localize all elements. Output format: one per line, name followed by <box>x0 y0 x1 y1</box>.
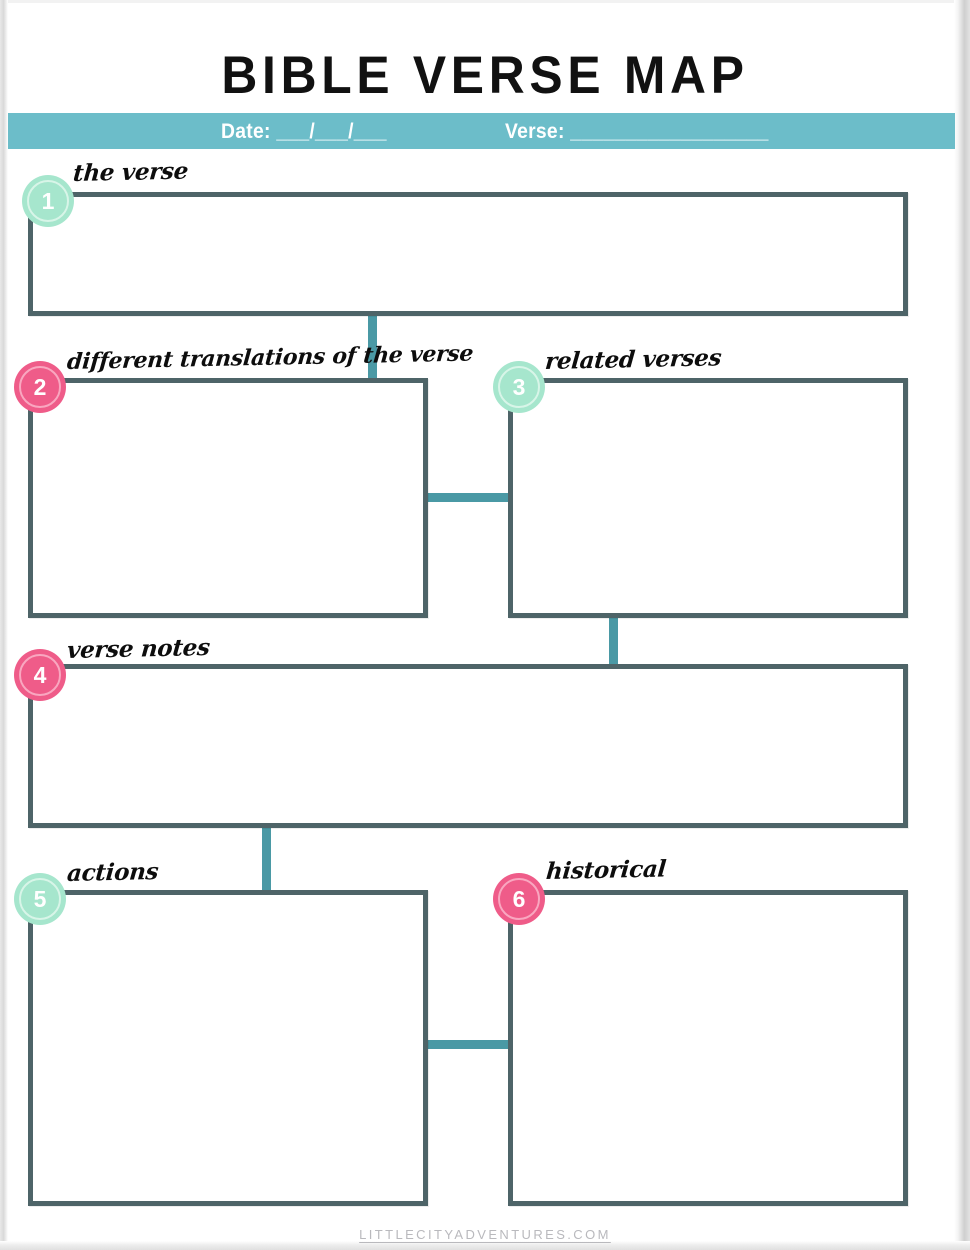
badge-ring-2 <box>19 366 61 408</box>
section-label-related-verses: related verses <box>544 344 723 375</box>
badge-number-5: 5 <box>33 885 47 912</box>
section-label-different-translations: different translations of the verse <box>66 340 475 375</box>
section-label-actions: actions <box>66 858 160 887</box>
section-box-historical[interactable] <box>508 890 908 1206</box>
section-box-actions[interactable] <box>28 890 428 1206</box>
badge-number-4: 4 <box>33 661 47 688</box>
section-badge-1: 1 <box>22 175 74 227</box>
section-label-historical: historical <box>545 855 668 885</box>
section-box-verse-notes[interactable] <box>28 664 908 828</box>
section-badge-6: 6 <box>493 873 545 925</box>
section-label-verse-notes: verse notes <box>66 633 211 664</box>
badge-ring-1 <box>27 180 69 222</box>
page-edge-left <box>0 0 8 1250</box>
connector-translations-to-related <box>425 493 511 502</box>
badge-ring-6 <box>498 878 540 920</box>
page-edge-right <box>954 0 970 1250</box>
connector-notes-to-actions <box>262 826 271 892</box>
badge-number-2: 2 <box>33 373 47 400</box>
badge-number-6: 6 <box>512 885 526 912</box>
section-badge-2: 2 <box>14 361 66 413</box>
badge-ring-5 <box>19 878 61 920</box>
badge-ring-4 <box>19 654 61 696</box>
date-field[interactable]: Date: ___/___/___ <box>221 120 387 143</box>
page-edge-top <box>0 0 970 3</box>
page-edge-bottom <box>0 1241 970 1250</box>
verse-field[interactable]: Verse: __________________ <box>505 120 769 143</box>
section-box-the-verse[interactable] <box>28 192 908 316</box>
connector-actions-to-historical <box>425 1040 511 1049</box>
badge-number-3: 3 <box>512 373 526 400</box>
section-badge-3: 3 <box>493 361 545 413</box>
badge-ring-3 <box>498 366 540 408</box>
section-box-related-verses[interactable] <box>508 378 908 618</box>
connector-verse-to-translations <box>368 314 377 380</box>
page-title: BIBLE VERSE MAP <box>221 46 749 105</box>
header-bar: Date: ___/___/___ Verse: _______________… <box>8 113 955 149</box>
section-label-the-verse: the verse <box>72 157 190 187</box>
badge-number-1: 1 <box>41 187 55 214</box>
section-badge-4: 4 <box>14 649 66 701</box>
section-box-different-translations[interactable] <box>28 378 428 618</box>
section-badge-5: 5 <box>14 873 66 925</box>
connector-related-to-notes <box>609 616 618 666</box>
footer-website-link[interactable]: LITTLECITYADVENTURES.COM <box>359 1227 611 1242</box>
